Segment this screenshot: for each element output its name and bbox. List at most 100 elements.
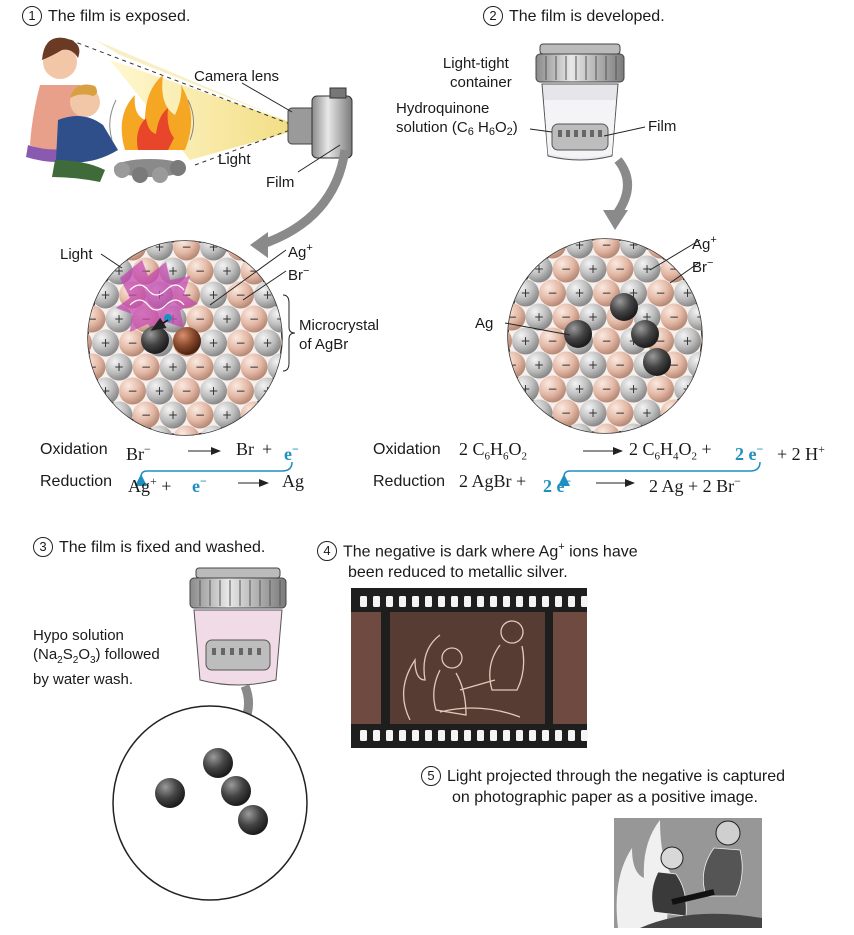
plus-sign: + [588,214,598,228]
sprocket-hole [464,730,471,741]
minus-sign: − [181,288,191,302]
minus-sign: − [195,360,205,374]
sprocket-hole [477,730,484,741]
plus-sign: + [480,262,490,276]
minus-sign: − [507,358,517,372]
br-ion [539,239,566,259]
minus-sign: − [601,286,611,300]
ag-ion [200,281,227,309]
fixing-canister-icon [189,567,287,736]
br-ion [508,239,512,259]
br-ion [88,281,92,309]
plus-sign: + [520,382,530,396]
oxidation-equation-right: Oxidation 2 C6H6O2 2 C6H4O2 + 2 e− + 2 H… [373,439,825,464]
light-crystal-label: Light [60,246,93,263]
minus-sign: − [655,238,665,252]
plus-sign: + [154,240,164,254]
ag-ion [105,353,133,381]
plus-sign: + [168,216,178,230]
plus-sign: + [262,336,272,350]
minus-sign: − [615,406,625,420]
minus-sign: − [547,334,557,348]
sprocket-hole [568,596,575,607]
ag-ion [566,239,593,259]
plus-sign: + [534,262,544,276]
br-ion [186,257,214,285]
ag-ion [160,210,187,237]
br-ion [606,399,634,427]
br-ion [88,401,106,429]
bromine-atom [173,327,201,355]
campfire-icon [109,75,194,183]
hydroquinone-line1: Hydroquinone [396,100,490,117]
plus-sign: + [696,406,706,420]
plus-sign: + [222,408,232,422]
sprocket-hole [360,596,367,607]
ag-ion [620,239,647,259]
eq-electron-2: e− [192,474,207,496]
minus-sign: − [249,312,259,326]
minus-sign: − [235,336,245,350]
minus-sign: − [181,384,191,398]
minus-sign: − [709,334,719,348]
step-5-number-icon: 5 [421,766,441,786]
ag-ion [254,329,281,357]
plus-sign: + [262,384,272,398]
sprocket-hole [581,730,588,741]
minus-sign: − [615,358,625,372]
plus-sign: + [574,286,584,300]
ag-ion [267,353,282,381]
ag-ion [579,255,607,283]
minus-sign: − [547,382,557,396]
plus-sign: + [696,214,706,228]
sprocket-hole [451,730,458,741]
sprocket-hole [542,730,549,741]
sprocket-hole [555,596,562,607]
br-ion-text: Br [288,267,303,284]
br-ion [539,375,566,403]
ag-ion [159,353,187,381]
minus-sign: − [87,360,97,374]
minus-sign: − [601,334,611,348]
sprocket-hole [451,596,458,607]
ag-ion [634,208,661,235]
plus-sign: + [276,264,286,278]
plus-sign: + [60,312,70,326]
sprocket-hole [360,730,367,741]
br-ion [88,377,92,405]
plus-sign: + [276,312,286,326]
plus-sign: + [520,238,530,252]
plus-sign: + [262,288,272,302]
plus-sign: + [682,286,692,300]
sprocket-hole [412,730,419,741]
sprocket-hole [425,730,432,741]
minus-sign: − [655,382,665,396]
plus-sign: + [628,286,638,300]
light-label: Light [218,151,251,168]
br-ion [88,305,106,333]
minus-sign: − [493,382,503,396]
minus-sign: − [601,382,611,396]
sprocket-hole [438,730,445,741]
plus-sign: + [168,264,178,278]
plus-sign: + [628,382,638,396]
plus-sign: + [588,262,598,276]
minus-sign: − [669,214,679,228]
plus-sign: + [114,216,124,230]
minus-sign: − [195,312,205,326]
br-ion [132,353,160,381]
step-4-sup: + [558,541,565,553]
ag-ion [213,353,241,381]
step-5-line2: on photographic paper as a positive imag… [452,789,758,806]
ag-ion [525,303,553,331]
ag-ion [52,210,79,237]
br-ion [240,305,268,333]
sprocket-hole [373,730,380,741]
reduction-word-2: Reduction [373,473,446,490]
br-ion [119,329,146,357]
br-ion [227,329,254,357]
sprocket-hole [477,596,484,607]
br-ion [508,255,526,283]
minus-sign: − [141,408,151,422]
